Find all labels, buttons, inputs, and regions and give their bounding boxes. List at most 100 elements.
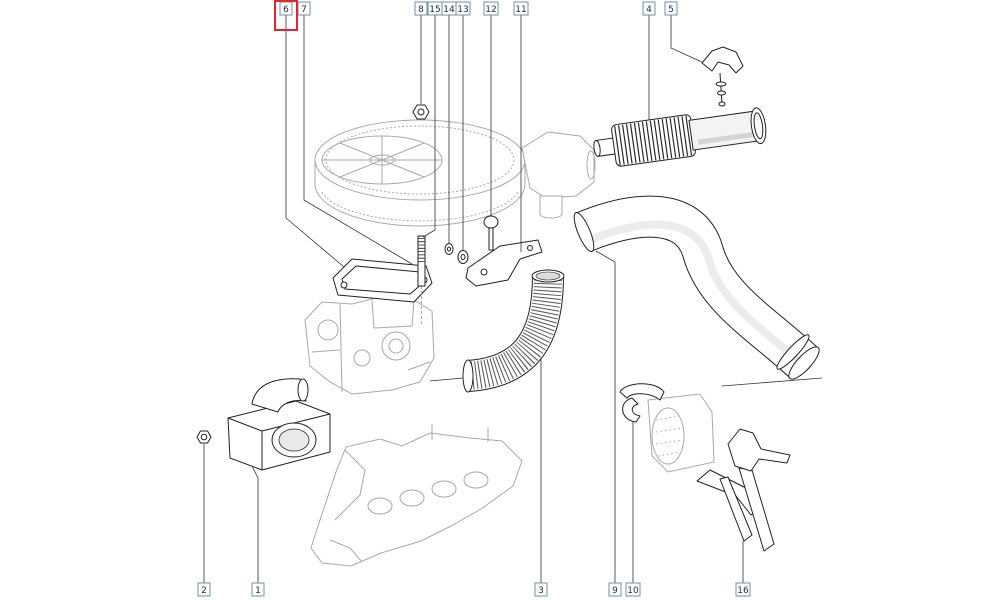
manifold-port xyxy=(431,480,457,498)
clamp-hook xyxy=(622,397,641,423)
air-filter-spokes xyxy=(322,136,442,184)
callout-6[interactable]: 6 xyxy=(279,1,293,16)
callout-box xyxy=(251,582,265,597)
clamp-band xyxy=(619,383,665,401)
nut-hole xyxy=(460,254,466,260)
bracket-12 xyxy=(465,215,543,287)
hose-clip-5 xyxy=(701,46,744,107)
callout-1[interactable]: 1 xyxy=(251,582,265,597)
callout-8[interactable]: 8 xyxy=(414,1,428,16)
leader-line-15 xyxy=(422,15,436,238)
bracket-16 xyxy=(696,428,791,552)
hose-ribs xyxy=(466,275,562,390)
callout-box xyxy=(664,1,678,16)
knob-stem xyxy=(488,226,494,251)
callouts-top: 6 7 8 15 14 13 12 11 xyxy=(279,1,678,16)
callout-2[interactable]: 2 xyxy=(197,582,211,597)
carburetor-jet xyxy=(353,349,371,367)
callouts-bottom: 2 1 3 9 10 16 xyxy=(197,582,751,597)
manifold-details xyxy=(329,424,489,563)
callout-box xyxy=(625,582,641,597)
manifold-port xyxy=(463,471,489,489)
leader-lines xyxy=(203,15,823,583)
carburetor-body xyxy=(304,296,435,395)
callout-14[interactable]: 14 xyxy=(441,1,457,16)
bracket-clamp xyxy=(727,428,791,472)
manifold-port xyxy=(367,497,393,515)
callout-16[interactable]: 16 xyxy=(735,582,751,597)
callout-13[interactable]: 13 xyxy=(455,1,471,16)
hose-bottom-end xyxy=(462,359,474,393)
leader-line-7 xyxy=(303,15,413,265)
nut-2 xyxy=(196,430,212,444)
washer-hole xyxy=(447,246,451,252)
adapter-elbow-opening xyxy=(297,378,309,402)
intake-adapter-1 xyxy=(227,378,331,471)
gasket-lug xyxy=(340,281,348,289)
bracket-hole xyxy=(527,245,533,251)
filter-canister xyxy=(647,393,715,473)
callout-label: 15 xyxy=(429,5,440,15)
callout-label: 7 xyxy=(301,5,307,15)
callout-box xyxy=(197,582,211,597)
hose-shading xyxy=(588,220,812,373)
clip-body xyxy=(701,46,744,74)
clip-nut xyxy=(718,101,726,107)
knob-head xyxy=(483,215,499,229)
carburetor-throttle-inner xyxy=(388,338,404,354)
callout-7[interactable]: 7 xyxy=(297,1,311,16)
nut-bore xyxy=(200,433,208,441)
corrugated-hose-4 xyxy=(593,107,767,167)
callout-12[interactable]: 12 xyxy=(483,1,499,16)
callout-label: 16 xyxy=(737,586,749,596)
bracket-strap-inner xyxy=(719,476,753,542)
canister-face xyxy=(651,407,685,465)
callout-11[interactable]: 11 xyxy=(513,1,529,16)
callout-4[interactable]: 4 xyxy=(642,1,656,16)
leader-line-9 xyxy=(595,250,616,583)
callout-9[interactable]: 9 xyxy=(608,582,622,597)
callout-box xyxy=(513,1,529,16)
connection-line xyxy=(721,377,823,387)
carburetor-port xyxy=(317,319,339,341)
clip-screw xyxy=(719,72,723,105)
callout-15[interactable]: 15 xyxy=(427,1,443,16)
washer-14 xyxy=(444,243,454,255)
callout-label: 12 xyxy=(485,5,496,15)
air-filter-housing xyxy=(314,119,596,227)
callout-5[interactable]: 5 xyxy=(664,1,678,16)
air-filter-outlet-opening xyxy=(586,150,596,180)
connection-line xyxy=(429,377,464,382)
air-hose-9 xyxy=(573,195,820,380)
adapter-port-bore xyxy=(278,428,310,452)
callout-box xyxy=(534,582,548,597)
callout-box xyxy=(642,1,656,16)
hose-outlet-end xyxy=(788,346,820,380)
hose-flared-opening xyxy=(753,112,764,140)
callout-box xyxy=(455,1,471,16)
adapter-edges xyxy=(227,413,331,470)
hose-inlet xyxy=(593,139,601,157)
nut-8 xyxy=(412,104,430,120)
manifold-port xyxy=(399,489,425,507)
callout-3[interactable]: 3 xyxy=(534,582,548,597)
hose-sleeve-shading xyxy=(697,131,756,145)
hose-collar xyxy=(776,334,810,370)
air-filter-outlet xyxy=(521,131,595,199)
callout-label: 8 xyxy=(418,5,424,15)
callout-label: 10 xyxy=(627,586,639,596)
callout-label: 4 xyxy=(646,5,652,15)
clip-washer xyxy=(717,90,726,96)
hose-top-opening xyxy=(535,271,561,281)
callout-10[interactable]: 10 xyxy=(625,582,641,597)
leader-line-6 xyxy=(285,15,345,268)
callout-box xyxy=(608,582,622,597)
hose-clamp-10 xyxy=(619,383,665,423)
leader-line-1 xyxy=(251,465,259,583)
hose-start-end xyxy=(573,211,595,253)
callout-label: 14 xyxy=(443,5,455,15)
nut-13 xyxy=(457,250,469,264)
air-filter-neck xyxy=(539,195,563,219)
stud-body xyxy=(417,235,426,287)
air-filter-lid-ring xyxy=(325,125,515,195)
